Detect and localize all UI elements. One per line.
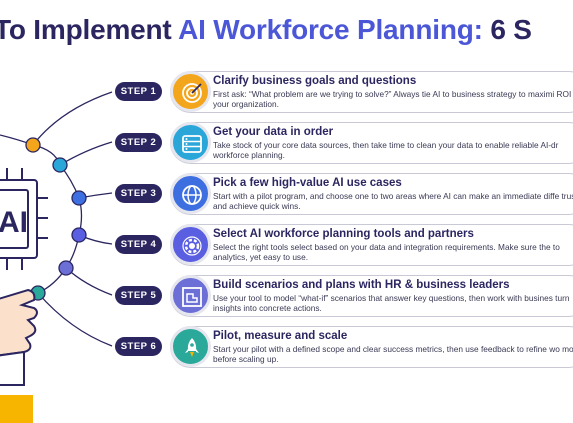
step-badge: STEP 3 [115,184,162,203]
globe-icon [170,173,211,214]
step-title: Pick a few high-value AI use cases [213,177,402,189]
step-card: Select AI workforce planning tools and p… [170,224,573,266]
gear-icon [170,224,211,265]
step-description: Take stock of your core data sources, th… [213,140,559,160]
page-title: To Implement AI Workforce Planning: 6 S [0,14,532,45]
step-badge: STEP 2 [115,133,162,152]
rocket-icon [170,326,211,367]
step-badge: STEP 4 [115,235,162,254]
step-card: Build scenarios and plans with HR & busi… [170,275,573,317]
chip-label: AI [0,206,28,239]
connector-dots [25,137,87,301]
target-icon [170,71,211,112]
step-title: Clarify business goals and questions [213,75,417,87]
step-description: Start your pilot with a defined scope an… [213,344,573,364]
step-title: Select AI workforce planning tools and p… [213,228,474,240]
step-description: Use your tool to model “what-if” scenari… [213,293,570,313]
step-description: First ask: “What problem are we trying t… [213,89,573,109]
ai-chip-icon [0,168,48,270]
step-description: Select the right tools select based on y… [213,242,560,262]
step-description: Start with a pilot program, and choose o… [213,191,573,211]
step-badge: STEP 5 [115,286,162,305]
step-title: Build scenarios and plans with HR & busi… [213,279,510,291]
step-title: Pilot, measure and scale [213,330,348,342]
accent-block [0,395,33,423]
hand-icon [0,288,38,386]
database-icon [170,122,211,163]
step-badge: STEP 6 [115,337,162,356]
step-title: Get your data in order [213,126,334,138]
blueprint-icon [170,275,211,316]
step-badge: STEP 1 [115,82,162,101]
